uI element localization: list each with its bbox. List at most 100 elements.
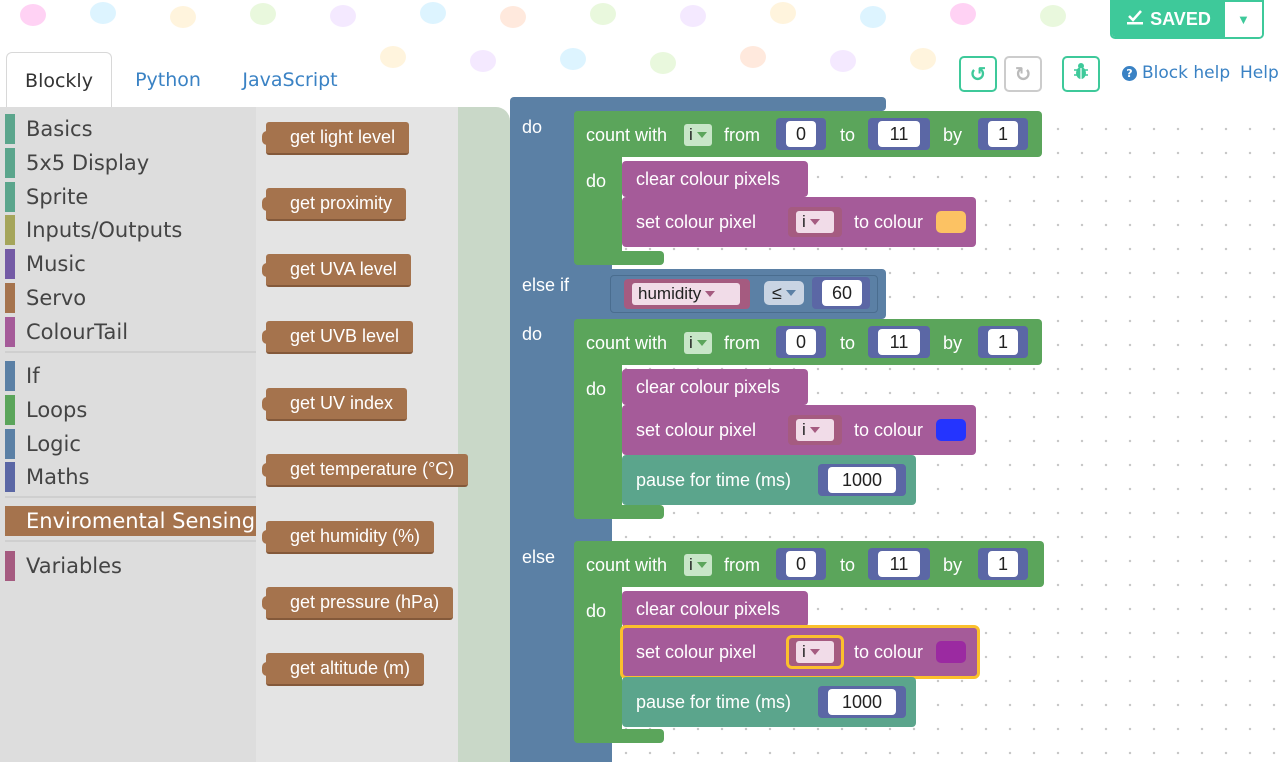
by-value[interactable]: 1	[988, 121, 1018, 147]
toolbox-category-logic[interactable]: Logic	[5, 429, 256, 459]
set-colour-pixel-label: set colour pixel	[636, 212, 757, 232]
loop-variable-name: i	[689, 333, 693, 352]
clear-colour-pixels-block[interactable]: clear colour pixels	[622, 161, 808, 197]
count-with-footer	[574, 251, 664, 265]
to-value[interactable]: 11	[878, 121, 920, 147]
from-label: from	[724, 125, 760, 145]
loop-variable-dropdown[interactable]: i	[684, 124, 712, 146]
pixel-index-chip[interactable]: i	[796, 211, 834, 233]
pixel-index-name: i	[802, 420, 806, 439]
toolbox-category-sprite[interactable]: Sprite	[5, 182, 256, 212]
loop-variable-dropdown[interactable]: i	[684, 554, 712, 576]
toolbox-category-if[interactable]: If	[5, 361, 256, 391]
pixel-index-variable-block[interactable]: i	[788, 415, 842, 445]
by-number-block[interactable]: 1	[978, 118, 1028, 150]
count-with-spine	[574, 319, 622, 519]
category-color-swatch	[5, 148, 15, 178]
from-value[interactable]: 0	[786, 121, 816, 147]
toolbox-category-variables[interactable]: Variables	[5, 551, 256, 581]
pixel-index-name: i	[802, 212, 806, 231]
save-options-dropdown[interactable]: ▼	[1224, 2, 1262, 37]
humidity-block[interactable]: humidity	[624, 279, 750, 309]
help-link[interactable]: Help	[1240, 63, 1279, 83]
loop-do-label: do	[586, 171, 607, 191]
pixel-index-chip[interactable]: i	[796, 419, 834, 441]
category-label: Inputs/Outputs	[26, 218, 183, 242]
toolbox-category-loops[interactable]: Loops	[5, 395, 256, 425]
number-block[interactable]: 60	[812, 277, 870, 309]
pixel-index-variable-block[interactable]: i	[786, 635, 844, 669]
toolbox-category-servo[interactable]: Servo	[5, 283, 256, 313]
to-value[interactable]: 11	[878, 551, 920, 577]
by-number-block[interactable]: 1	[978, 548, 1028, 580]
from-value[interactable]: 0	[786, 551, 816, 577]
category-color-swatch	[5, 283, 15, 313]
condition-value[interactable]: 60	[822, 280, 862, 306]
colour-picker-swatch[interactable]	[936, 641, 966, 663]
from-number-block[interactable]: 0	[776, 118, 826, 150]
saved-button[interactable]: SAVED	[1112, 2, 1225, 37]
to-colour-label: to colour	[854, 212, 924, 232]
pixel-index-chip[interactable]: i	[796, 641, 834, 663]
to-number-block[interactable]: 11	[868, 326, 930, 358]
toolbox-category-music[interactable]: Music	[5, 249, 256, 279]
flyout-block-get-uv-index[interactable]: get UV index	[261, 388, 408, 421]
toolbox-category-inputs-outputs[interactable]: Inputs/Outputs	[5, 215, 256, 245]
category-label: Music	[26, 252, 86, 276]
clear-colour-pixels-block[interactable]: clear colour pixels	[622, 591, 808, 627]
from-value[interactable]: 0	[786, 329, 816, 355]
pause-block[interactable]: pause for time (ms)1000	[622, 455, 916, 505]
to-number-block[interactable]: 11	[868, 118, 930, 150]
undo-button[interactable]: ↺	[959, 56, 997, 92]
pause-value[interactable]: 1000	[828, 467, 896, 493]
flyout-block-get-proximity[interactable]: get proximity	[261, 188, 407, 221]
by-number-block[interactable]: 1	[978, 326, 1028, 358]
flyout-block-get-humidity[interactable]: get humidity (%)	[261, 521, 435, 554]
flyout-block-get-uva-level[interactable]: get UVA level	[262, 254, 411, 287]
by-value[interactable]: 1	[988, 551, 1018, 577]
blockly-workspace[interactable]: do else if do else humidity ≤ 60 count w…	[510, 97, 1280, 762]
colour-picker-swatch[interactable]	[936, 211, 966, 233]
caret-down-icon	[696, 132, 707, 138]
redo-icon: ↻	[1014, 63, 1032, 86]
else-if-do-label: do	[522, 324, 543, 344]
loop-variable-dropdown[interactable]: i	[684, 332, 712, 354]
tab-blockly[interactable]: Blockly	[6, 52, 112, 108]
toolbox-category-basics[interactable]: Basics	[5, 114, 256, 144]
flyout-block-get-altitude-m[interactable]: get altitude (m)	[261, 653, 425, 686]
operator-dropdown[interactable]: ≤	[764, 281, 804, 305]
flyout-block-get-light-level[interactable]: get light level	[261, 122, 410, 155]
block-help-link[interactable]: ? Block help	[1122, 63, 1230, 83]
toolbox-category-maths[interactable]: Maths	[5, 462, 256, 492]
toolbox-category-colourtail[interactable]: ColourTail	[5, 317, 256, 347]
colour-picker-swatch[interactable]	[936, 419, 966, 441]
debug-button[interactable]	[1062, 56, 1100, 92]
category-color-swatch	[5, 215, 15, 245]
flyout-block-get-uvb-level[interactable]: get UVB level	[261, 321, 414, 354]
flyout-block-get-pressure-hpa[interactable]: get pressure (hPa)	[261, 587, 454, 620]
pause-value[interactable]: 1000	[828, 689, 896, 715]
caret-down-icon	[809, 649, 820, 655]
pixel-index-variable-block[interactable]: i	[788, 207, 842, 237]
from-number-block[interactable]: 0	[776, 326, 826, 358]
undo-icon: ↺	[969, 63, 987, 86]
toolbox-category-enviromental-sensing[interactable]: Enviromental Sensing	[5, 506, 256, 536]
flyout-block-get-temperature-c[interactable]: get temperature (°C)	[261, 454, 469, 487]
redo-button[interactable]: ↻	[1004, 56, 1042, 92]
by-value[interactable]: 1	[988, 329, 1018, 355]
to-number-block[interactable]: 11	[868, 548, 930, 580]
from-number-block[interactable]: 0	[776, 548, 826, 580]
pause-block[interactable]: pause for time (ms)1000	[622, 677, 916, 727]
tab-javascript[interactable]: JavaScript	[242, 69, 338, 91]
set-colour-pixel-block[interactable]: set colour pixel i to colour	[622, 197, 976, 247]
to-value[interactable]: 11	[878, 329, 920, 355]
pause-number-block[interactable]: 1000	[818, 686, 906, 718]
category-label: Sprite	[26, 185, 89, 209]
pause-number-block[interactable]: 1000	[818, 464, 906, 496]
category-color-swatch	[5, 317, 15, 347]
tab-python[interactable]: Python	[135, 69, 201, 91]
toolbox-category-5x5-display[interactable]: 5x5 Display	[5, 148, 256, 178]
clear-colour-pixels-block[interactable]: clear colour pixels	[622, 369, 808, 405]
